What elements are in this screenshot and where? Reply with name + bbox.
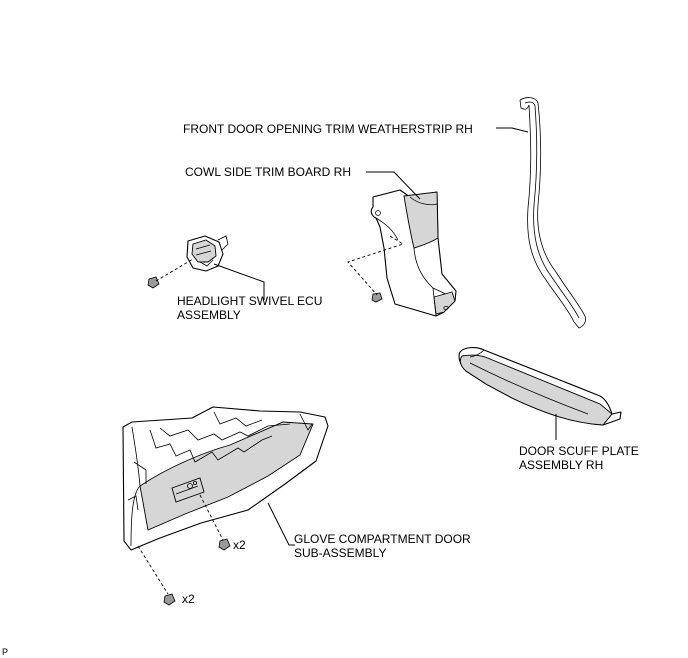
cowl-trim-label: COWL SIDE TRIM BOARD RH [185, 165, 351, 179]
quantity-upper: x2 [233, 538, 246, 552]
glove-label-line1: GLOVE COMPARTMENT DOOR [294, 532, 471, 546]
glove-compartment-part [122, 406, 329, 551]
ecu-bolt [147, 276, 160, 289]
glove-leader [267, 502, 295, 546]
glove-label-line2: SUB-ASSEMBLY [294, 546, 386, 560]
scuff-plate-label-line1: DOOR SCUFF PLATE [519, 444, 639, 458]
corner-mark: P [2, 647, 8, 657]
cowl-clip [371, 292, 383, 303]
headlight-ecu-part [186, 235, 229, 272]
weatherstrip-label: FRONT DOOR OPENING TRIM WEATHERSTRIP RH [183, 122, 473, 136]
glove-install-line-lower [137, 545, 169, 595]
glove-install-line-upper [199, 494, 224, 541]
cowl-install-line [347, 235, 405, 296]
weatherstrip-leader [496, 127, 529, 133]
scuff-plate-label-line2: ASSEMBLY RH [519, 458, 603, 472]
cowl-trim-leader [366, 171, 421, 200]
scuff-plate-part [458, 347, 622, 426]
ecu-leader [213, 263, 265, 300]
ecu-install-line [155, 258, 194, 282]
headlight-ecu-label-line1: HEADLIGHT SWIVEL ECU [177, 294, 322, 308]
quantity-lower: x2 [182, 592, 195, 606]
weatherstrip-part [519, 97, 587, 329]
cowl-trim-part [370, 189, 457, 317]
glove-screw-upper [218, 538, 231, 551]
glove-screw-lower [163, 593, 176, 606]
headlight-ecu-label-line2: ASSEMBLY [177, 308, 241, 322]
